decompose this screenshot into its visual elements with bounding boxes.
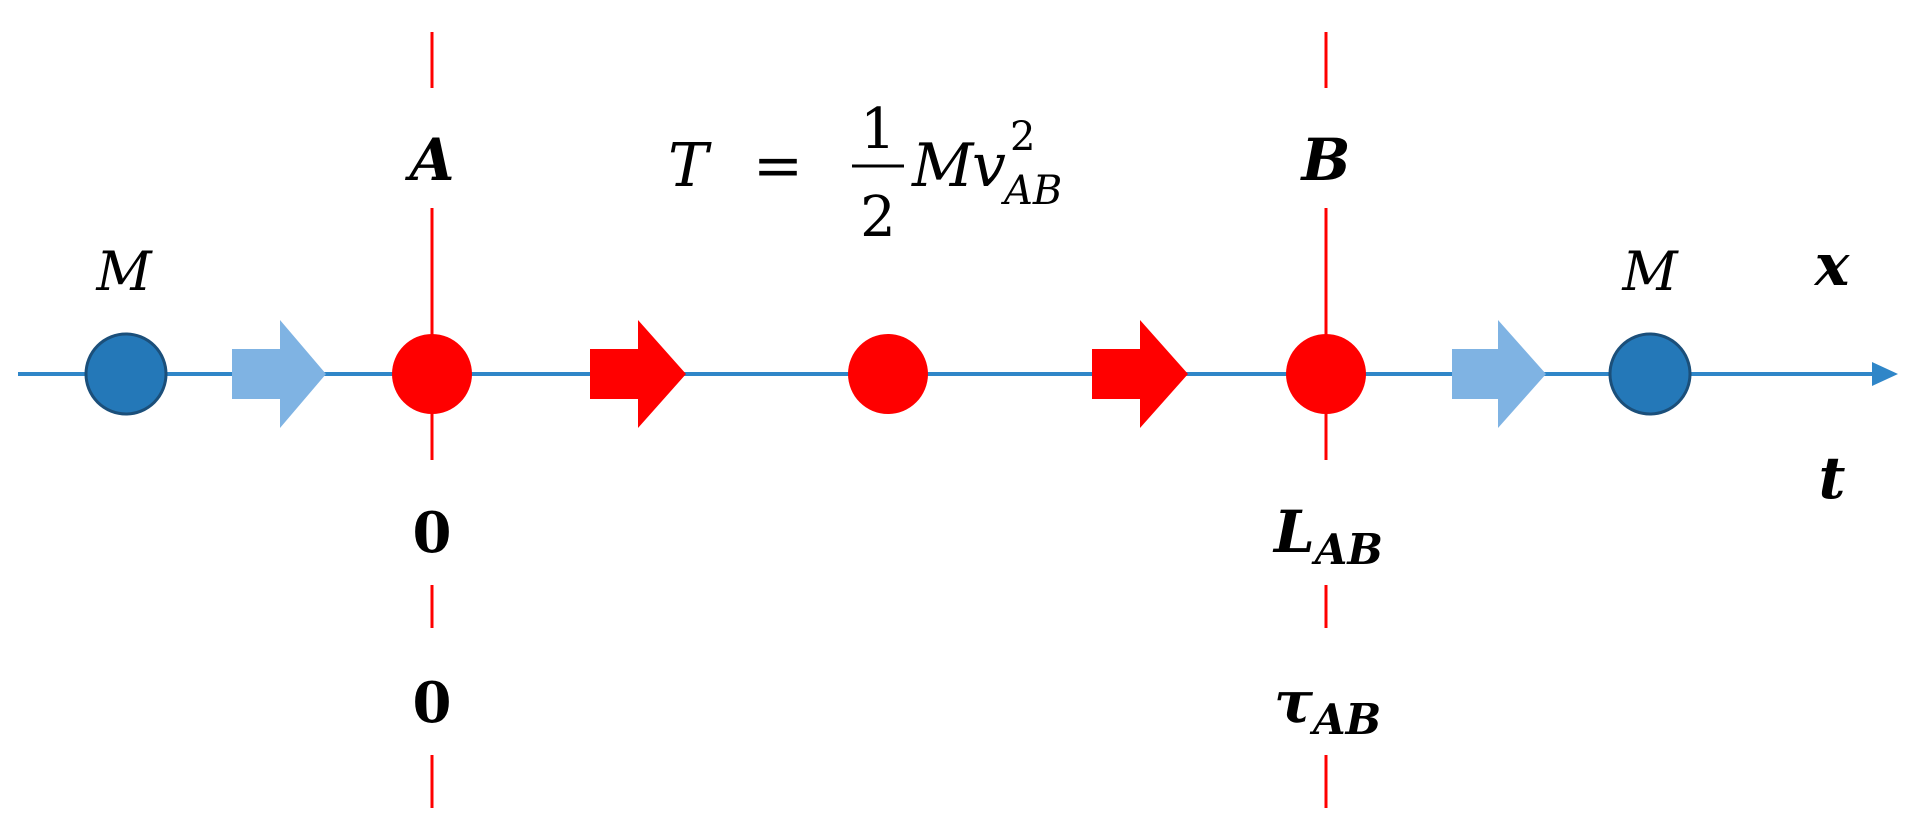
b-time-sub: AB <box>1309 695 1381 744</box>
axis-t-label: t <box>1819 444 1846 512</box>
axis-x-label: x <box>1813 231 1851 299</box>
arrow-right-light-1 <box>232 320 326 428</box>
point-b-label: B <box>1299 126 1350 194</box>
b-position-sub: AB <box>1311 525 1383 574</box>
formula-numerator: 1 <box>860 97 896 162</box>
particle-at-a <box>392 334 472 414</box>
axis-arrowhead <box>1872 362 1898 386</box>
formula-subscript: AB <box>1000 168 1062 214</box>
particle-at-b <box>1286 334 1366 414</box>
b-position-main: L <box>1272 498 1315 566</box>
formula-lhs: T <box>668 131 712 201</box>
arrow-right-red-2 <box>1092 320 1188 428</box>
mass-left-label: M <box>95 240 153 303</box>
formula-velocity: v <box>972 131 1006 201</box>
formula-exponent: 2 <box>1010 114 1035 160</box>
arrow-right-red-1 <box>590 320 686 428</box>
a-position-value: 0 <box>413 500 452 566</box>
mass-right-ball <box>1608 332 1692 416</box>
b-time-main: τ <box>1274 668 1314 736</box>
particle-middle <box>848 334 928 414</box>
formula-denominator: 2 <box>860 185 896 250</box>
mass-right-label: M <box>1621 240 1679 303</box>
kinetic-energy-formula: T = 1 2 M v 2 AB <box>668 97 1062 250</box>
time-axis <box>18 362 1898 386</box>
arrow-right-light-2 <box>1452 320 1546 428</box>
b-position-value: LAB <box>1272 498 1383 574</box>
mass-left-ball <box>84 332 168 416</box>
formula-equals: = <box>753 131 803 201</box>
point-a-label: A <box>404 126 454 194</box>
formula-mass: M <box>911 131 975 201</box>
a-time-value: 0 <box>413 670 452 736</box>
b-time-value: τAB <box>1274 668 1381 744</box>
